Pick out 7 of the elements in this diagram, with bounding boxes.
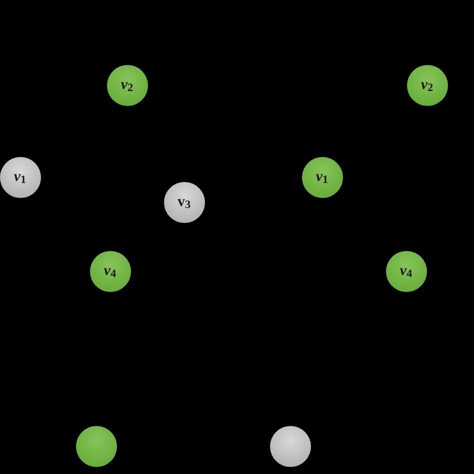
vertex-label: v$_{2}$ [120,78,134,92]
vertex-label: v$_{2}$ [420,78,434,92]
vertex-label: v$_{1}$ [316,170,328,184]
vertex-label: v$_{4}$ [104,264,116,278]
vertex-label: v$_{4}$ [400,264,412,278]
vertex-label: v$_{3}$ [177,194,191,210]
vertex-label: v$_{1}$ [14,170,26,184]
